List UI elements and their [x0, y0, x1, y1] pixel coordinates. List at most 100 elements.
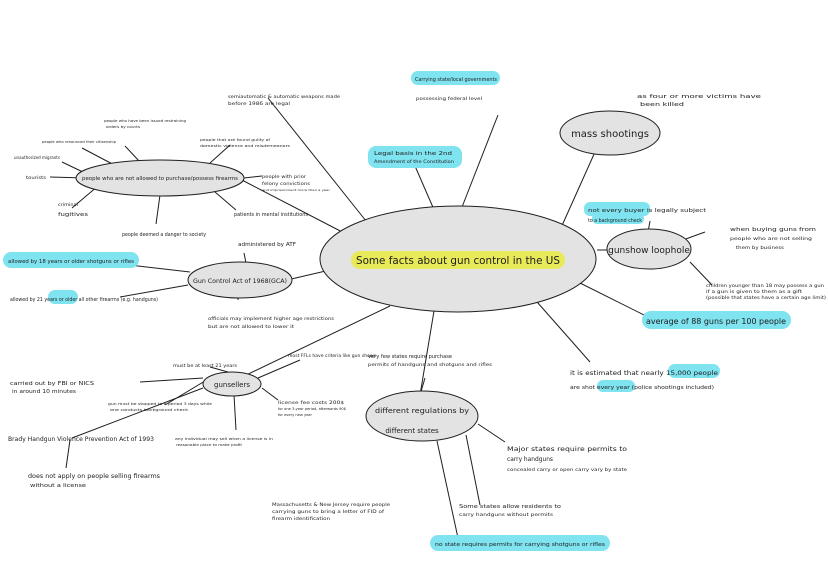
prior-note-2: felony convictions: [262, 181, 311, 187]
labels: Some facts about gun control in the US m…: [8, 77, 827, 548]
line-na-prior: [243, 175, 263, 179]
center-label: Some facts about gun control in the US: [356, 254, 560, 267]
highlight-no-state: [430, 535, 610, 551]
line-na-fugitives: [71, 185, 99, 209]
line-to-regulations: [419, 304, 436, 396]
line-reg-major: [477, 423, 506, 443]
gun-must-note-1: gun must be stopped to a period 3 days w…: [108, 402, 212, 406]
some-states-note-1: Some states allow residents to: [459, 504, 561, 510]
semi-auto-note-2: before 1986 are legal: [228, 101, 290, 107]
line-seller-gun-must: [164, 380, 206, 406]
average-guns-note: average of 88 guns per 100 people: [646, 317, 786, 326]
line-gunshow-buying: [682, 231, 706, 241]
line-seller-any: [233, 394, 237, 431]
line-na-guilty: [209, 144, 231, 164]
children-note-3: (possible that states have a certain age…: [706, 295, 827, 300]
semi-auto-note-1: semiautomatic & automatic weapons made: [228, 94, 340, 100]
mass-nj-note-1: Massachusetts & New Jersey require peopl…: [272, 502, 390, 508]
very-few-note-2: permits of handguns and shotguns and rif…: [368, 362, 493, 368]
not-allowed-label: people who are not allowed to purchase/p…: [82, 176, 238, 182]
gca-label: Gun Control Act of 1968(GCA): [193, 278, 287, 285]
line-seller-brady: [71, 387, 204, 439]
gunshow-bubble: [606, 228, 692, 270]
line-gca-21: [119, 284, 189, 298]
line-brady-does-not: [65, 439, 71, 469]
must-be-21-note: must be at least 21 years: [173, 363, 238, 369]
any-individual-note-2: reasonable place to make profit: [176, 443, 243, 447]
possessing-note: possessing federal level: [416, 96, 482, 102]
connectors: [49, 97, 713, 539]
line-reg-some: [465, 434, 481, 506]
some-states-note-2: carry handguns without permits: [459, 512, 553, 517]
license-note-3: for every new year: [278, 413, 313, 417]
children-note-1: children younger than 18 may possess a g…: [706, 283, 825, 288]
does-not-note-1: does not apply on people selling firearm…: [28, 473, 160, 480]
not-every-buyer-note-1: not every buyer is legally subject: [588, 208, 706, 214]
most-ffl-note: most FFLs have criteria like gun shows: [288, 353, 376, 358]
four-victims-note-1: as four or more victims have: [637, 94, 761, 100]
regulations-bubble: [365, 390, 479, 442]
removed-note-1: people who have been issued restraining: [104, 119, 186, 123]
line-to-gunsellers: [239, 305, 391, 379]
line-gunshow-children: [689, 261, 713, 286]
line-seller-21: [209, 366, 229, 373]
line-na-patients: [214, 191, 237, 211]
brady-note: Brady Handgun Violence Prevention Act of…: [8, 436, 154, 443]
carried-out-note-1: carried out by FBI or NICS: [10, 381, 94, 387]
gunsellers-bubble: [202, 371, 262, 397]
line-to-not-allowed: [237, 177, 349, 236]
line-to-semi-auto: [267, 97, 379, 237]
not-allowed-bubble: [75, 159, 245, 197]
major-states-note-1: Major states require permits to: [507, 446, 627, 453]
no-state-note: no state requires permits for carrying s…: [435, 542, 605, 548]
mass-shootings-bubble: [559, 110, 661, 156]
when-buying-note-3: them by business: [736, 245, 785, 251]
carrying-note: Carrying state/local governments: [415, 77, 497, 83]
guilty-note-1: people that are found guilty of: [200, 138, 271, 142]
line-na-removed: [124, 145, 141, 163]
license-note-1: license fee costs 200$: [278, 400, 344, 406]
estimated-note-2: are shot every year (police shootings in…: [570, 385, 714, 391]
when-buying-note-2: people who are not selling: [730, 236, 812, 242]
line-na-danger: [155, 194, 161, 225]
renounced-note: people who renounced their citizenship: [42, 140, 117, 144]
line-seller-license: [261, 387, 279, 401]
line-to-average: [577, 281, 651, 319]
officials-note-2: but are not allowed to lower it: [208, 324, 294, 330]
highlights: [3, 71, 791, 551]
patients-note: patients in mental institutions: [234, 212, 308, 218]
does-not-note-2: without a license: [30, 483, 86, 489]
allowed-18-note: allowed by 18 years or older shotguns or…: [8, 259, 134, 265]
line-gca-administered: [243, 252, 247, 264]
four-victims-note-2: been killed: [640, 102, 684, 108]
guilty-note-2: domestic violence and misdemeanors: [200, 144, 290, 148]
gun-must-note-2: one conducts background check: [110, 408, 189, 412]
administered-note: administered by ATF: [238, 242, 296, 248]
highlight-legal-basis: [368, 146, 462, 168]
highlight-every-year: [597, 380, 635, 392]
highlight-average: [642, 311, 791, 329]
line-to-gca: [286, 269, 331, 281]
criminal-note: criminal: [58, 202, 78, 207]
line-seller-carried: [139, 377, 204, 383]
line-reg-nostate: [436, 440, 459, 539]
regulations-label-2: different states: [385, 427, 439, 435]
allowed-21-note: allowed by 21 years or older all other f…: [10, 297, 158, 303]
unauthorized-note: unauthorized migrants: [14, 155, 60, 160]
legal-basis-note-1: Legal basis in the 2nd: [374, 151, 452, 157]
line-to-estimated: [529, 293, 591, 363]
removed-note-2: orders by courts: [106, 125, 140, 129]
line-to-mass-shootings: [559, 151, 596, 231]
prior-note-1: people with prior: [262, 174, 306, 180]
not-every-buyer-note-2: to a background check: [588, 218, 642, 224]
center-highlight: [351, 251, 565, 269]
line-to-legal-basis: [414, 165, 436, 213]
highlight-allowed-18: [3, 252, 139, 268]
any-individual-note-1: any individual may sell when a license i…: [175, 437, 273, 441]
officials-note-1: officials may implement higher age restr…: [208, 316, 335, 322]
highlight-not-every-buyer: [584, 202, 650, 216]
very-few-note-1: very few states require purchase: [368, 354, 452, 360]
mass-nj-note-3: firearm identification: [272, 516, 330, 522]
